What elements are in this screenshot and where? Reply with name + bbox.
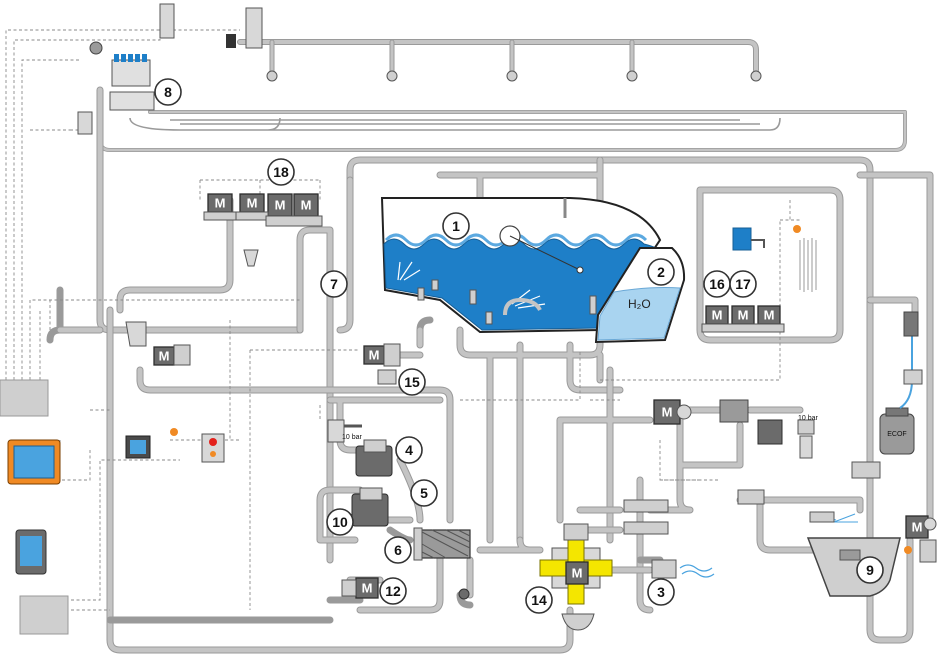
svg-text:16: 16 bbox=[709, 276, 725, 292]
svg-text:9: 9 bbox=[866, 562, 874, 578]
relief-valve-right: 10 bar bbox=[798, 415, 819, 459]
hose-reel bbox=[732, 225, 817, 292]
pump-10 bbox=[351, 487, 389, 527]
motor-valve-12: M bbox=[341, 577, 379, 599]
main-pipes bbox=[46, 86, 934, 654]
callout-8: 8 bbox=[154, 78, 182, 106]
outlet-3 bbox=[651, 559, 715, 579]
svg-text:18: 18 bbox=[273, 164, 289, 180]
section-manifold-8 bbox=[77, 3, 263, 135]
chemical-canister: ECOF bbox=[879, 311, 923, 455]
pump-4 bbox=[355, 439, 393, 477]
motor-label: M bbox=[247, 196, 258, 211]
motor-label: M bbox=[301, 198, 312, 213]
relief-valve-left: 10 bar bbox=[327, 419, 363, 443]
motor-label: M bbox=[712, 308, 723, 323]
motor-label: M bbox=[572, 566, 583, 581]
quick-couplings bbox=[623, 399, 881, 535]
motor-label: M bbox=[215, 196, 226, 211]
callout-6: 6 bbox=[384, 536, 412, 564]
callout-16: 16 bbox=[703, 270, 731, 298]
water-label: H₂O bbox=[628, 297, 651, 311]
pressure-label-left: 10 bar bbox=[342, 434, 363, 441]
callout-3: 3 bbox=[647, 578, 675, 606]
motor-label: M bbox=[738, 308, 749, 323]
callout-17: 17 bbox=[729, 270, 757, 298]
motor-valve-right-edge: M bbox=[905, 515, 937, 563]
motor-label: M bbox=[159, 349, 170, 364]
callout-4: 4 bbox=[395, 436, 423, 464]
callout-1: 1 bbox=[442, 212, 470, 240]
callout-10: 10 bbox=[326, 508, 354, 536]
indicator-orange bbox=[793, 225, 801, 233]
callout-14: 14 bbox=[525, 586, 553, 614]
induction-hopper-9 bbox=[806, 511, 901, 597]
motor-label: M bbox=[275, 198, 286, 213]
svg-text:8: 8 bbox=[164, 84, 172, 100]
svg-text:2: 2 bbox=[657, 264, 665, 280]
svg-text:7: 7 bbox=[330, 276, 338, 292]
callout-2: 2 bbox=[647, 258, 675, 286]
callout-18: 18 bbox=[267, 158, 295, 186]
svg-text:15: 15 bbox=[404, 374, 420, 390]
callout-5: 5 bbox=[410, 479, 438, 507]
motor-valve-bank-18: M M M M bbox=[203, 193, 323, 267]
pressure-label-right: 10 bar bbox=[798, 415, 819, 422]
motor-valve-single-left: M bbox=[125, 321, 191, 366]
motor-valve-15: M bbox=[363, 343, 401, 385]
svg-text:14: 14 bbox=[531, 592, 547, 608]
motor-label: M bbox=[369, 348, 380, 363]
callouts: 1 2 3 4 5 6 7 8 9 10 12 14 15 16 17 18 bbox=[154, 78, 884, 614]
motor-label: M bbox=[912, 520, 923, 535]
motor-valve-bank-16-17: M M M bbox=[701, 305, 785, 333]
svg-text:10: 10 bbox=[332, 514, 348, 530]
motor-label: M bbox=[662, 405, 673, 420]
callout-12: 12 bbox=[379, 577, 407, 605]
svg-text:12: 12 bbox=[385, 583, 401, 599]
central-valve-14: M bbox=[539, 523, 613, 631]
boom-pipes bbox=[98, 39, 907, 152]
control-terminals bbox=[0, 379, 912, 635]
boom-nozzles bbox=[266, 70, 762, 82]
svg-text:5: 5 bbox=[420, 485, 428, 501]
svg-text:6: 6 bbox=[394, 542, 402, 558]
canister-label: ECOF bbox=[887, 431, 906, 438]
svg-text:17: 17 bbox=[735, 276, 751, 292]
motor-label: M bbox=[764, 308, 775, 323]
callout-9: 9 bbox=[856, 556, 884, 584]
motor-label: M bbox=[362, 581, 373, 596]
callout-7: 7 bbox=[320, 270, 348, 298]
callout-15: 15 bbox=[398, 368, 426, 396]
svg-text:4: 4 bbox=[405, 442, 413, 458]
motor-valve-right-mid: M bbox=[653, 399, 692, 425]
filter-6 bbox=[413, 527, 471, 561]
svg-text:3: 3 bbox=[657, 584, 665, 600]
svg-text:1: 1 bbox=[452, 218, 460, 234]
